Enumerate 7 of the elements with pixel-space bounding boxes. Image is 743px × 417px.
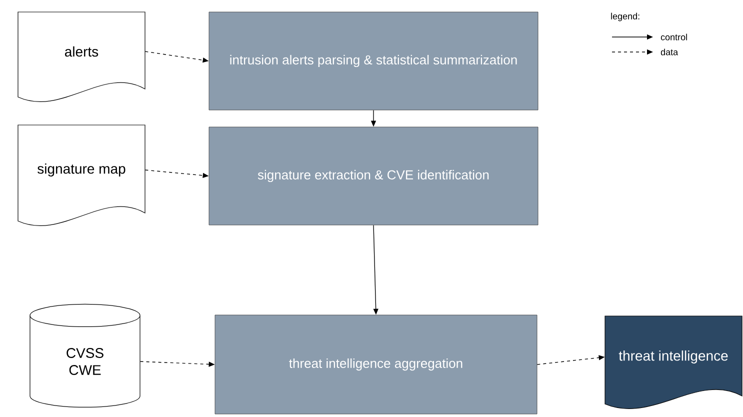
process-box: threat intelligence aggregation (214, 314, 538, 414)
legend-text: data (660, 48, 678, 56)
legend-title: legend: (611, 12, 640, 22)
process-box: signature extraction & CVE identification (208, 126, 538, 226)
database-cylinder: CVSS CWE (30, 304, 140, 408)
legend-text: control (660, 34, 687, 40)
process-box: intrusion alerts parsing & statistical summarization (208, 12, 538, 110)
